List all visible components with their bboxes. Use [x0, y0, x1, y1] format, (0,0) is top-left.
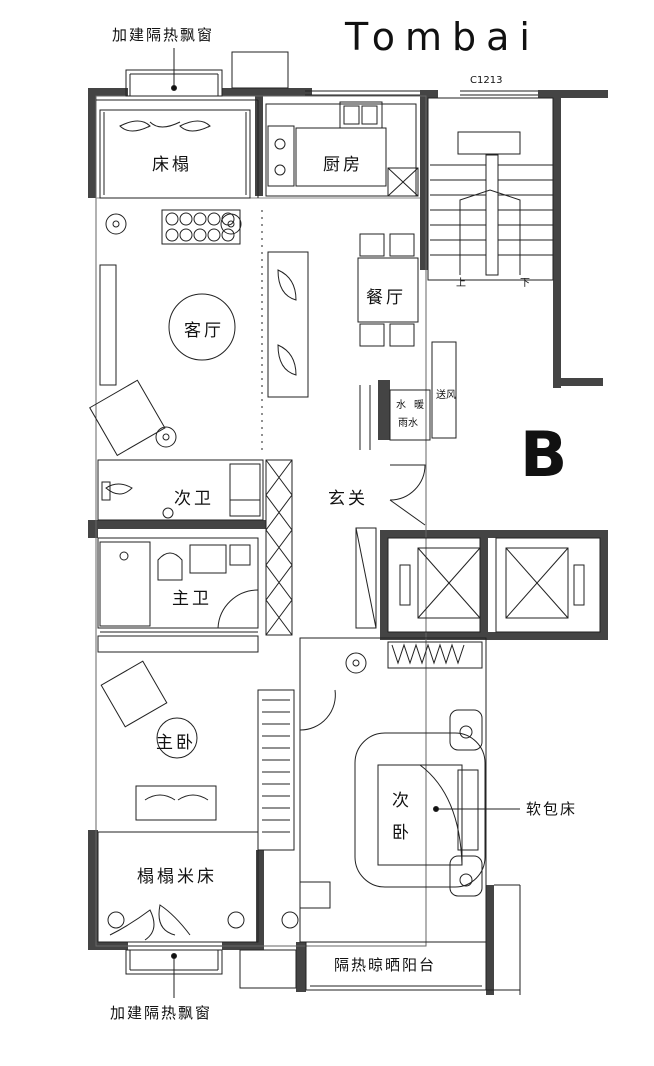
- room-second-bed-1: 次: [392, 791, 412, 811]
- room-kitchen: 厨房: [323, 155, 363, 175]
- room-bed-top: 床榻: [152, 155, 192, 175]
- unit-letter: B: [520, 418, 568, 491]
- top-window-annotation: 加建隔热飘窗: [112, 26, 215, 44]
- walls: [88, 88, 608, 995]
- room-second-bed-2: 卧: [392, 823, 412, 843]
- brand-title: Tombai: [345, 15, 540, 59]
- room-entrance: 玄关: [328, 489, 368, 509]
- bottom-window-annotation: 加建隔热飘窗: [110, 1004, 213, 1022]
- room-second-bath: 次卫: [174, 489, 214, 509]
- fixture-heat: 暖: [414, 400, 424, 411]
- stair-up: 上: [456, 278, 466, 289]
- fixture-air: 送风: [436, 390, 456, 401]
- room-balcony: 隔热晾晒阳台: [334, 956, 437, 974]
- fixture-rain: 雨水: [398, 418, 418, 429]
- room-living: 客厅: [184, 321, 224, 341]
- room-master-bath: 主卫: [172, 589, 212, 609]
- room-tatami: 榻榻米床: [137, 867, 217, 887]
- room-master-bed: 主卧: [156, 733, 196, 753]
- room-dining: 餐厅: [366, 288, 406, 308]
- stair-down: 下: [520, 278, 530, 289]
- rug-pattern: [165, 212, 235, 242]
- soft-bed-annotation: 软包床: [526, 800, 578, 818]
- window-code: C1213: [470, 75, 503, 86]
- fixture-water: 水: [396, 400, 406, 411]
